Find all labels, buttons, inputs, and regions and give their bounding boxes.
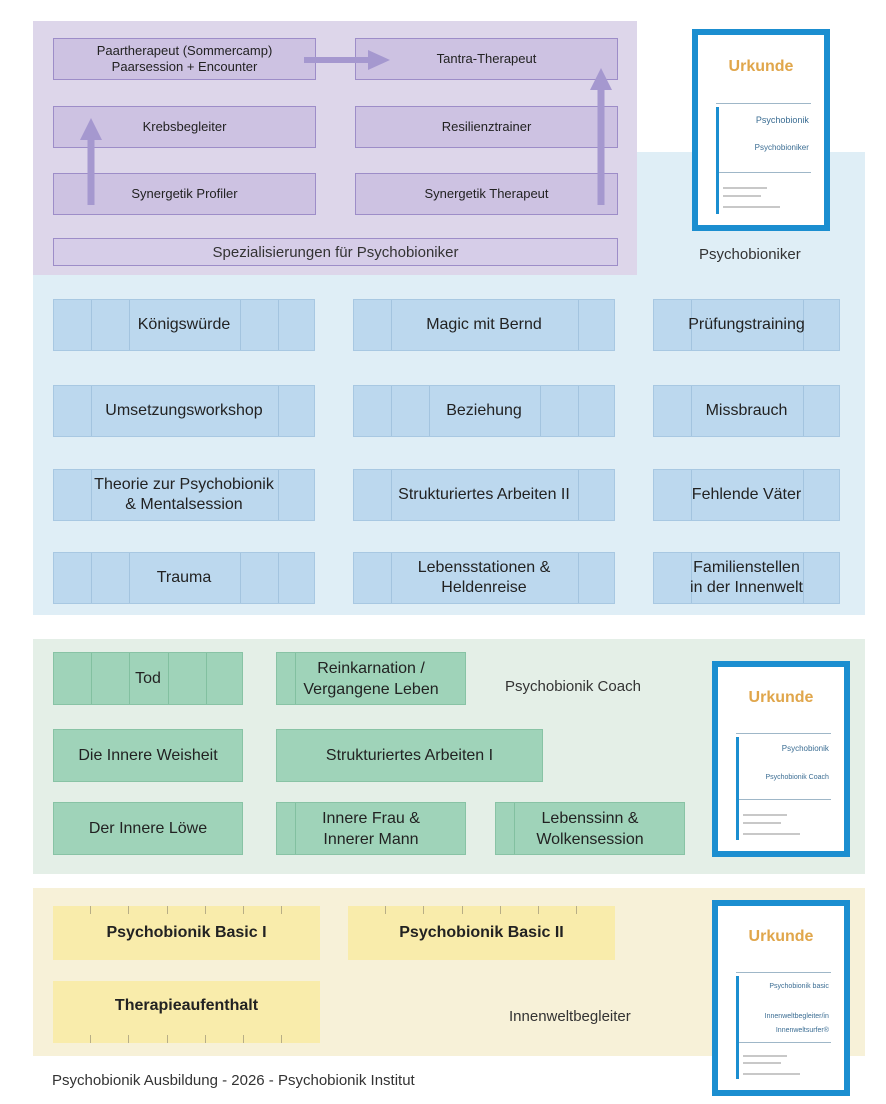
module-innere-weisheit: Die Innere Weisheit bbox=[53, 729, 243, 782]
module-pruefungstraining: Prüfungstraining bbox=[653, 299, 840, 351]
coach-label: Psychobionik Coach bbox=[505, 678, 641, 695]
certificate-title: Urkunde bbox=[728, 57, 794, 75]
module-lebenssinn: Lebenssinn & Wolkensession bbox=[495, 802, 685, 855]
module-strukturiertes-arbeiten-1: Strukturiertes Arbeiten I bbox=[276, 729, 543, 782]
certificate-coach: Urkunde Psychobionik Psychobionik Coach bbox=[712, 661, 850, 857]
module-fehlende-vaeter: Fehlende Väter bbox=[653, 469, 840, 521]
module-magic-mit-bernd: Magic mit Bernd bbox=[353, 299, 615, 351]
module-koenigswuerde: Königswürde bbox=[53, 299, 315, 351]
module-reinkarnation: Reinkarnation / Vergangene Leben bbox=[276, 652, 466, 705]
specializations-title: Spezialisierungen für Psychobioniker bbox=[53, 238, 618, 266]
module-basic-1: Psychobionik Basic I bbox=[53, 906, 320, 960]
module-therapieaufenthalt: Therapieaufenthalt bbox=[53, 981, 320, 1043]
module-innere-frau: Innere Frau & Innerer Mann bbox=[276, 802, 466, 855]
module-theorie-psychobionik: Theorie zur Psychobionik & Mentalsession bbox=[53, 469, 315, 521]
module-strukturiertes-arbeiten-2: Strukturiertes Arbeiten II bbox=[353, 469, 615, 521]
spec-arrows bbox=[80, 50, 612, 205]
module-missbrauch: Missbrauch bbox=[653, 385, 840, 437]
spec-krebsbegleiter: Krebsbegleiter bbox=[53, 106, 316, 148]
module-trauma: Trauma bbox=[53, 552, 315, 604]
module-umsetzungsworkshop: Umsetzungsworkshop bbox=[53, 385, 315, 437]
spec-tantra-therapeut: Tantra-Therapeut bbox=[355, 38, 618, 80]
begleiter-label: Innenweltbegleiter bbox=[509, 1008, 631, 1025]
certificate-title: Urkunde bbox=[748, 928, 814, 946]
module-basic-2: Psychobionik Basic II bbox=[348, 906, 615, 960]
psychobioniker-label: Psychobioniker bbox=[699, 246, 801, 263]
module-beziehung: Beziehung bbox=[353, 385, 615, 437]
spec-synergetik-profiler: Synergetik Profiler bbox=[53, 173, 316, 215]
footer-caption: Psychobionik Ausbildung - 2026 - Psychob… bbox=[52, 1072, 415, 1089]
certificate-title: Urkunde bbox=[748, 689, 814, 707]
certificate-innenweltbegleiter: Urkunde Psychobionik basic Innenweltbegl… bbox=[712, 900, 850, 1096]
module-familienstellen: Familienstellen in der Innenwelt bbox=[653, 552, 840, 604]
module-innerer-loewe: Der Innere Löwe bbox=[53, 802, 243, 855]
spec-resilienztrainer: Resilienztrainer bbox=[355, 106, 618, 148]
certificate-psychobioniker: Urkunde Psychobionik Psychobioniker bbox=[692, 29, 830, 231]
spec-synergetik-therapeut: Synergetik Therapeut bbox=[355, 173, 618, 215]
module-tod: Tod bbox=[53, 652, 243, 705]
spec-paartherapeut: Paartherapeut (Sommercamp) Paarsession +… bbox=[53, 38, 316, 80]
module-lebensstationen: Lebensstationen & Heldenreise bbox=[353, 552, 615, 604]
